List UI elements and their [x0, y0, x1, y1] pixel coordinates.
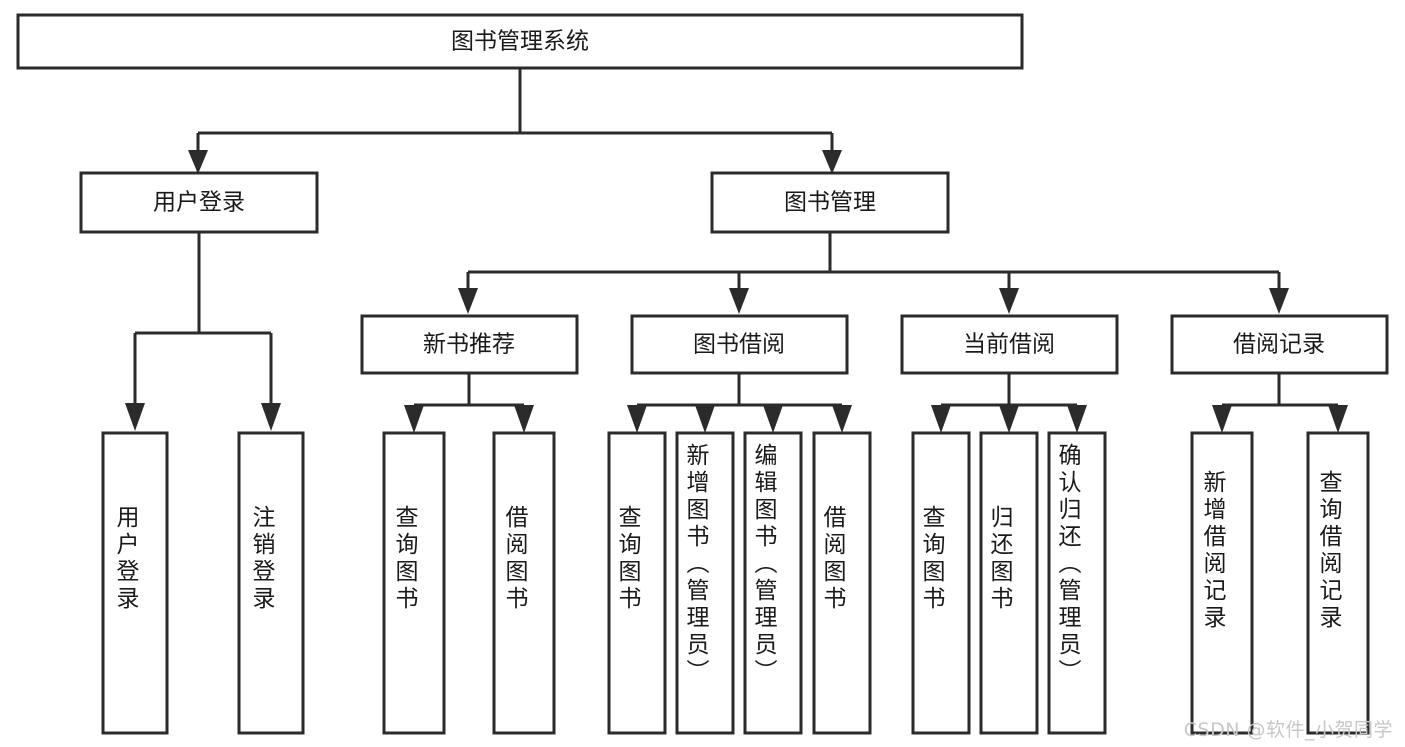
root-label: 图书管理系统	[451, 29, 589, 55]
book-manage-label: 图书管理	[784, 190, 876, 216]
arrowhead-book-borrow-leaf-2	[763, 405, 783, 433]
arrowhead-new-book-leaf-0	[404, 405, 424, 433]
book-borrow-label: 图书借阅	[693, 332, 785, 358]
arrowhead-book-borrow	[729, 288, 749, 314]
arrowhead-current-borrow	[999, 288, 1019, 314]
arrowhead-user-login-leaf-1	[261, 403, 281, 431]
book-borrow-box[interactable]	[630, 314, 849, 375]
leaf-box-book-borrow-1[interactable]	[675, 431, 735, 735]
leaf-box-new-book-1[interactable]	[492, 431, 556, 735]
arrowhead-book-manage	[822, 150, 842, 174]
borrow-record-label: 借阅记录	[1233, 332, 1325, 358]
borrow-record-box[interactable]	[1170, 314, 1389, 375]
leaf-box-current-borrow-1[interactable]	[979, 431, 1039, 735]
leaf-box-borrow-record-1[interactable]	[1306, 431, 1370, 735]
current-borrow-label: 当前借阅	[963, 332, 1055, 358]
arrowhead-new-book-recommend	[458, 288, 478, 314]
arrowhead-borrow-record-leaf-1	[1328, 405, 1348, 433]
leaf-box-user-login-1[interactable]	[237, 431, 305, 735]
node-root[interactable]: 图书管理系统	[16, 13, 1024, 70]
node-book-manage[interactable]: 图书管理	[710, 171, 950, 234]
leaf-box-user-login-0[interactable]	[101, 431, 169, 735]
new-book-recommend-label: 新书推荐	[423, 332, 515, 358]
arrowhead-user-login-leaf-0	[125, 403, 145, 431]
arrowhead-borrow-record-leaf-0	[1212, 405, 1232, 433]
leaf-box-new-book-0[interactable]	[382, 431, 446, 735]
node-user-login[interactable]: 用户登录	[79, 171, 319, 234]
book-manage-box[interactable]	[710, 171, 950, 234]
arrowhead-book-borrow-leaf-1	[695, 405, 715, 433]
leaf-box-current-borrow-0[interactable]	[911, 431, 971, 735]
arrowhead-book-borrow-leaf-3	[832, 405, 852, 433]
node-book-borrow[interactable]: 图书借阅	[630, 314, 849, 375]
arrowhead-current-borrow-leaf-1	[999, 405, 1019, 433]
user-login-label: 用户登录	[153, 190, 245, 216]
leaf-box-book-borrow-0[interactable]	[607, 431, 667, 735]
arrowhead-book-borrow-leaf-0	[627, 405, 647, 433]
root-box[interactable]	[16, 13, 1024, 70]
node-borrow-record[interactable]: 借阅记录	[1170, 314, 1389, 375]
arrowhead-user-login	[188, 150, 208, 174]
leaf-box-book-borrow-3[interactable]	[812, 431, 872, 735]
node-current-borrow[interactable]: 当前借阅	[900, 314, 1119, 375]
arrowhead-current-borrow-leaf-0	[931, 405, 951, 433]
node-new-book-recommend[interactable]: 新书推荐	[360, 314, 579, 375]
leaf-box-current-borrow-2[interactable]	[1047, 431, 1107, 735]
arrowhead-new-book-leaf-1	[514, 405, 534, 433]
new-book-recommend-box[interactable]	[360, 314, 579, 375]
arrowhead-borrow-record	[1269, 288, 1289, 314]
current-borrow-box[interactable]	[900, 314, 1119, 375]
arrowhead-current-borrow-leaf-2	[1067, 405, 1087, 433]
leaf-box-borrow-record-0[interactable]	[1190, 431, 1254, 735]
leaf-box-book-borrow-2[interactable]	[743, 431, 803, 735]
